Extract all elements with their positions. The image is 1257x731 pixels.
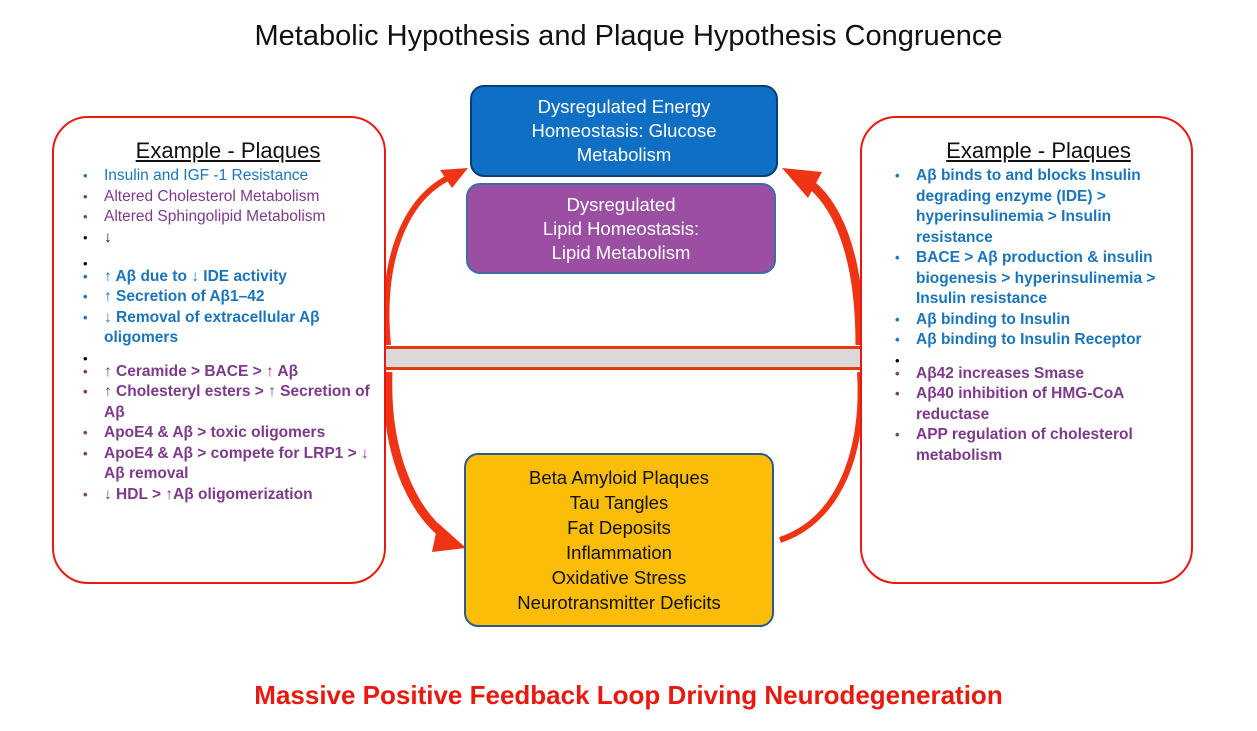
list-item: ApoE4 & Aβ > compete for LRP1 > ↓ Aβ rem… <box>80 444 376 485</box>
outcome-line: Tau Tangles <box>569 492 669 513</box>
left-upper-arrowhead <box>440 168 468 188</box>
energy-line: Homeostasis: Glucose <box>531 120 717 141</box>
list-spacer <box>80 349 376 370</box>
down-arrow-icon: ↓ <box>80 228 376 254</box>
right-example-box: Example - Plaques Aβ binds to and blocks… <box>860 116 1193 584</box>
list-item: Aβ binding to Insulin <box>892 310 1185 331</box>
connector-bar <box>385 346 861 370</box>
list-item: Aβ42 increases Smase <box>892 364 1185 385</box>
outcome-line: Neurotransmitter Deficits <box>517 592 721 613</box>
diagram-title: Metabolic Hypothesis and Plaque Hypothes… <box>254 20 1003 52</box>
lipid-homeostasis-box: Dysregulated Lipid Homeostasis: Lipid Me… <box>466 183 776 274</box>
list-item: ↑ Ceramide > BACE > ↑ Aβ <box>80 362 376 383</box>
list-item: ↑ Cholesteryl esters > ↑ Secretion of Aβ <box>80 382 376 423</box>
outcome-line: Oxidative Stress <box>551 567 687 588</box>
list-item: ↓ Removal of extracellular Aβ oligomers <box>80 308 376 349</box>
list-item: Aβ binding to Insulin Receptor <box>892 330 1185 351</box>
left-box-list: Insulin and IGF -1 ResistanceAltered Cho… <box>80 166 376 505</box>
left-upper-arrow <box>383 175 450 346</box>
energy-line: Metabolism <box>576 144 672 165</box>
outcome-line: Fat Deposits <box>567 517 671 538</box>
list-item: Aβ binds to and blocks Insulin degrading… <box>892 166 1185 248</box>
right-upper-arrow <box>802 176 865 346</box>
outcome-line: Inflammation <box>566 542 672 563</box>
right-lower-arrow <box>779 371 864 543</box>
list-item: BACE > Aβ production & insulin biogenesi… <box>892 248 1185 310</box>
list-item: ApoE4 & Aβ > toxic oligomers <box>80 423 376 444</box>
list-item: Altered Cholesterol Metabolism <box>80 187 376 208</box>
list-item: ↑ Aβ due to ↓ IDE activity <box>80 267 376 288</box>
pathology-outcomes-box: Beta Amyloid Plaques Tau Tangles Fat Dep… <box>464 453 774 627</box>
lipid-line: Lipid Homeostasis: <box>542 217 700 239</box>
list-spacer <box>80 254 376 275</box>
list-item: ↓ HDL > ↑Aβ oligomerization <box>80 485 376 506</box>
list-item: Altered Sphingolipid Metabolism <box>80 207 376 228</box>
list-item: ↑ Secretion of Aβ1–42 <box>80 287 376 308</box>
left-box-heading: Example - Plaques <box>135 138 321 163</box>
list-item: Aβ40 inhibition of HMG-CoA reductase <box>892 384 1185 425</box>
list-item: Insulin and IGF -1 Resistance <box>80 166 376 187</box>
list-spacer <box>892 351 1185 372</box>
footer-caption: Massive Positive Feedback Loop Driving N… <box>254 680 1003 710</box>
right-upper-arrowhead <box>782 168 822 198</box>
left-lower-arrowhead <box>432 523 466 552</box>
right-box-heading: Example - Plaques <box>946 138 1131 163</box>
lipid-line: Lipid Metabolism <box>551 241 691 263</box>
list-item: APP regulation of cholesterol metabolism <box>892 425 1185 466</box>
energy-line: Dysregulated Energy <box>537 96 711 117</box>
left-lower-arrow <box>383 371 451 542</box>
energy-homeostasis-box: Dysregulated Energy Homeostasis: Glucose… <box>470 85 778 177</box>
lipid-line: Dysregulated <box>566 193 676 215</box>
right-box-list: Aβ binds to and blocks Insulin degrading… <box>892 166 1185 466</box>
left-example-box: Example - Plaques Insulin and IGF -1 Res… <box>52 116 386 584</box>
outcome-line: Beta Amyloid Plaques <box>529 467 709 488</box>
